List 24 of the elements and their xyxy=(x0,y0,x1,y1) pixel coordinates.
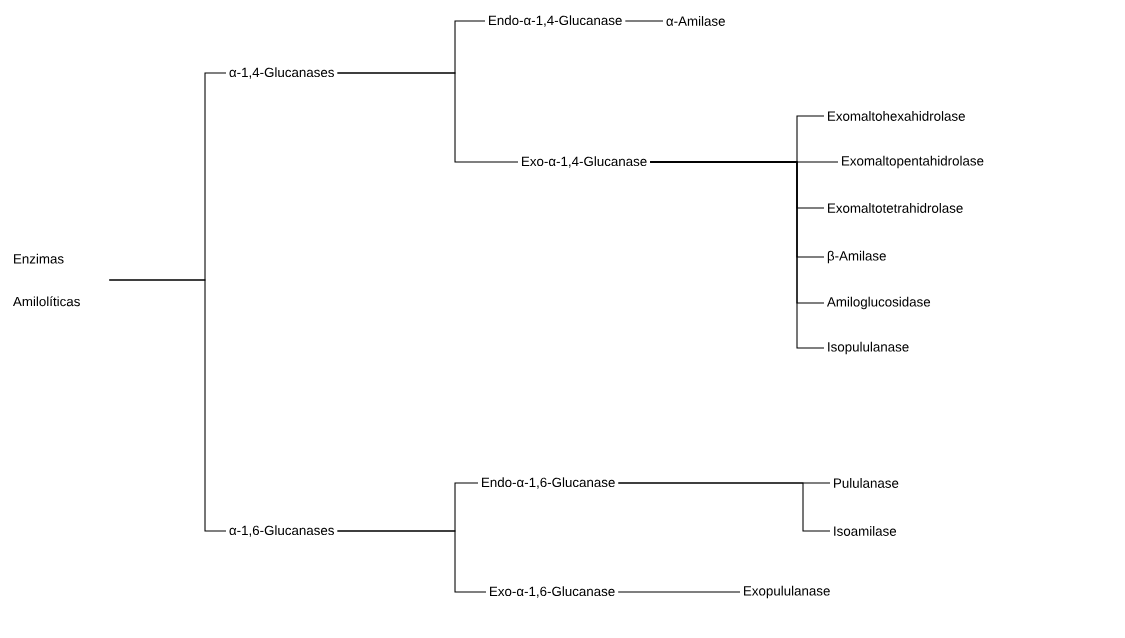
node-label: Exo-α-1,4-Glucanase xyxy=(522,156,647,168)
node-label: Exomaltotetrahidrolase xyxy=(828,203,963,213)
node-label: Exopululanase xyxy=(744,585,830,599)
connector-line xyxy=(624,20,664,22)
connector-line xyxy=(336,530,487,593)
node-label: Amiloglucosidase xyxy=(826,296,931,310)
node-label: Isoamilase xyxy=(834,526,897,536)
node-label: Pululanase xyxy=(834,478,899,488)
node-label: α-1,4-Glucanases xyxy=(229,67,334,79)
node-label: Endo-α-1,6-Glucanase xyxy=(482,477,615,489)
node-label: β-Amilase xyxy=(827,250,886,264)
node-label: Exomaltopentahidrolase xyxy=(842,155,984,169)
node-label: Exomaltohexahidrolase xyxy=(828,111,965,121)
connector-line xyxy=(649,161,825,349)
node-label: Exo-α-1,6-Glucanase xyxy=(490,586,615,598)
node-label: Isopululanase xyxy=(828,341,909,355)
node-label: α-Amilase xyxy=(666,16,725,26)
connector-line xyxy=(336,72,519,163)
connector-line xyxy=(108,279,227,532)
node-label: Endo-α-1,4-Glucanase xyxy=(489,15,622,27)
connector-line xyxy=(617,482,831,532)
node-label: α-1,6-Glucanases xyxy=(229,525,334,537)
connector-line xyxy=(617,591,741,593)
node-label: Enzimas Amilolíticas xyxy=(12,253,80,307)
